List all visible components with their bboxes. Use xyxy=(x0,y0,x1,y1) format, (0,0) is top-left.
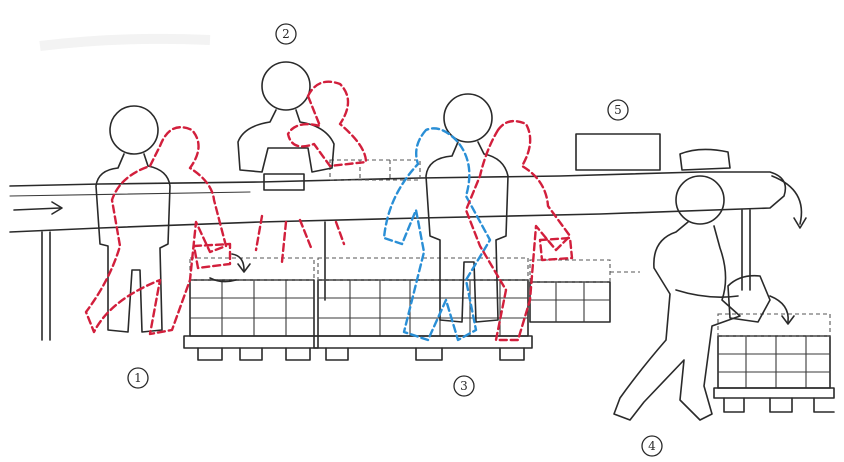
paper-smudge xyxy=(40,39,210,46)
belt-direction-arrow xyxy=(14,208,60,210)
pallet-stack-3b xyxy=(530,260,640,322)
dashed-boxes-on-belt xyxy=(330,160,420,180)
label-3: 3 xyxy=(454,376,474,396)
box-on-belt xyxy=(576,134,730,170)
worker-2 xyxy=(238,62,366,262)
svg-text:4: 4 xyxy=(648,439,656,453)
pallet-stack-1 xyxy=(184,258,318,360)
worker-1 xyxy=(86,106,250,334)
label-1: 1 xyxy=(128,368,148,388)
pallet-stack-3 xyxy=(314,258,532,360)
pallet-stack-4 xyxy=(714,314,834,412)
svg-text:3: 3 xyxy=(460,379,468,393)
svg-text:2: 2 xyxy=(282,27,290,41)
label-4: 4 xyxy=(642,436,662,456)
worker-3 xyxy=(384,94,572,340)
label-5: 5 xyxy=(608,100,628,120)
svg-text:5: 5 xyxy=(614,103,622,117)
svg-text:1: 1 xyxy=(134,371,142,385)
label-2: 2 xyxy=(276,24,296,44)
